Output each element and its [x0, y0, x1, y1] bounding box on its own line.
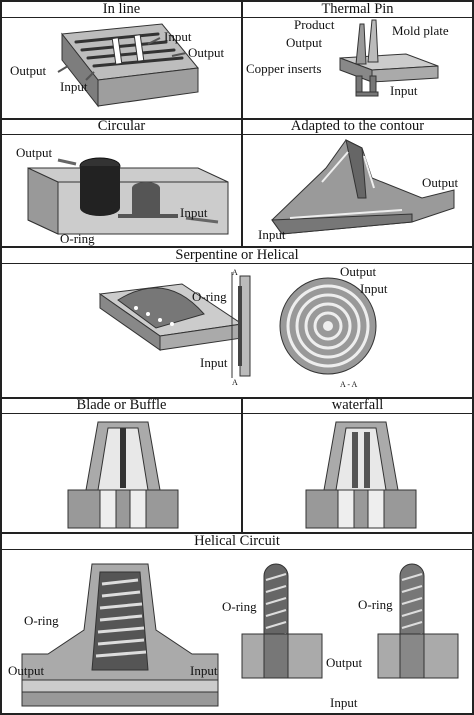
col-divider-row2	[241, 118, 243, 248]
header-rule-row5	[0, 549, 474, 550]
row-divider-1	[0, 118, 474, 120]
col-divider-row4	[241, 397, 243, 534]
helical-o-ring-3: O-ring	[358, 597, 393, 612]
serpentine-section-aa: A - A	[340, 380, 358, 389]
thermal-pin-output: Output	[286, 35, 323, 50]
helical-input-1: Input	[190, 663, 218, 678]
serpentine-output: Output	[340, 264, 377, 279]
thermal-pin-input: Input	[390, 83, 418, 98]
serpentine-input-left: Input	[200, 355, 228, 370]
circular-o-ring: O-ring	[60, 231, 95, 246]
in-line-output-right: Output	[188, 45, 225, 60]
panel-title-serpentine: Serpentine or Helical	[175, 247, 299, 263]
in-line-illustration	[61, 23, 199, 108]
helical-o-ring-1: O-ring	[24, 613, 59, 628]
circular-output: Output	[16, 145, 53, 160]
thermal-pin-copper-inserts: Copper inserts	[246, 61, 322, 76]
serpentine-section-view	[231, 272, 251, 378]
thermal-pin-product: Product	[294, 17, 335, 32]
serpentine-section-a2: A	[232, 378, 238, 387]
in-line-output-left: Output	[10, 63, 47, 78]
col-divider-row1	[241, 0, 243, 120]
blade-illustration	[67, 421, 179, 529]
serpentine-spiral-disc	[279, 277, 377, 375]
row-divider-3	[0, 397, 474, 399]
panel-title-helical: Helical Circuit	[194, 533, 280, 549]
border-top	[0, 0, 474, 2]
header-rule-row4	[0, 413, 474, 414]
panel-title-in-line: In line	[102, 1, 141, 17]
panel-title-contour: Adapted to the contour	[290, 118, 425, 134]
row-divider-4	[0, 532, 474, 534]
helical-pin-illustration-2	[377, 563, 459, 679]
in-line-arrows	[57, 37, 187, 81]
serpentine-input-right: Input	[360, 281, 388, 296]
header-rule-row1	[0, 17, 474, 18]
in-line-input-top: Input	[164, 29, 192, 44]
panel-title-waterfall: waterfall	[331, 397, 384, 413]
serpentine-o-ring: O-ring	[192, 289, 227, 304]
helical-output-2: Output	[326, 655, 363, 670]
contour-illustration	[271, 139, 455, 235]
panel-title-blade: Blade or Buffle	[76, 397, 167, 413]
waterfall-illustration	[305, 421, 417, 529]
contour-input: Input	[258, 227, 286, 242]
helical-output-1: Output	[8, 663, 45, 678]
border-right	[472, 0, 474, 715]
header-rule-row2	[0, 134, 474, 135]
border-bottom	[0, 713, 474, 715]
border-left	[0, 0, 2, 715]
panel-title-thermal-pin: Thermal Pin	[321, 1, 394, 17]
helical-input-2: Input	[330, 695, 358, 710]
helical-pin-illustration-1	[241, 563, 323, 679]
serpentine-section-a: A	[232, 268, 238, 277]
in-line-input-bottom: Input	[60, 79, 88, 94]
panel-title-circular: Circular	[97, 118, 146, 134]
thermal-pin-mold-plate: Mold plate	[392, 23, 449, 38]
circular-illustration	[27, 157, 229, 235]
row-divider-2	[0, 246, 474, 248]
header-rule-row3	[0, 263, 474, 264]
circular-input: Input	[180, 205, 208, 220]
contour-output: Output	[422, 175, 459, 190]
helical-o-ring-2: O-ring	[222, 599, 257, 614]
thermal-pin-illustration	[339, 19, 439, 97]
helical-core-illustration	[21, 563, 219, 707]
